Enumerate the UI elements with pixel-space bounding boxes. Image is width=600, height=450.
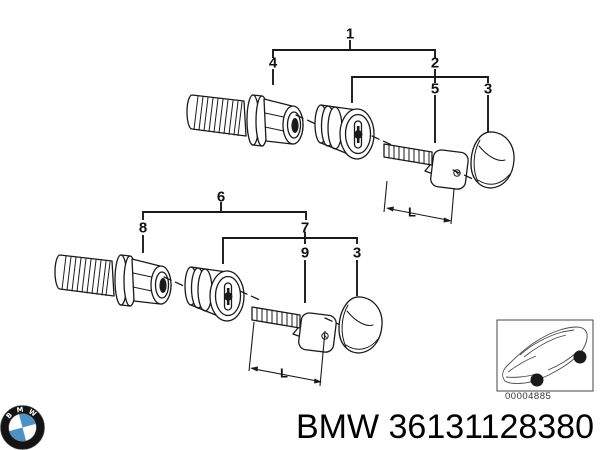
callout-brackets-top xyxy=(272,40,489,143)
length-label-bottom: L xyxy=(280,365,288,381)
lock-cylinder-drawing-top xyxy=(314,104,375,160)
wheel-bolt-drawing-top xyxy=(186,94,304,147)
wheel-marker-rear xyxy=(573,350,587,364)
bmw-logo-letter-m: M xyxy=(16,406,24,415)
car-location-thumbnail xyxy=(496,319,594,392)
callout-brackets-bottom xyxy=(142,202,358,303)
length-dimension-top xyxy=(383,180,455,225)
thumbnail-code: 00004885 xyxy=(505,391,552,402)
cap-drawing-top xyxy=(470,131,515,189)
length-dimension-bottom xyxy=(248,321,326,387)
key-drawing-top xyxy=(383,143,470,191)
callout-3-bottom: 3 xyxy=(352,244,362,262)
key-drawing-bottom xyxy=(251,306,338,354)
callout-6: 6 xyxy=(216,188,226,206)
callout-9: 9 xyxy=(300,244,310,262)
callout-4: 4 xyxy=(268,54,278,72)
wheel-bolt-drawing-bottom xyxy=(54,254,172,307)
callout-3-top: 3 xyxy=(483,80,493,98)
car-outline-drawing xyxy=(502,326,588,384)
axis-dashes-top-2 xyxy=(371,135,392,146)
callout-8: 8 xyxy=(138,219,148,237)
bmw-logo: B M W xyxy=(0,405,45,450)
part-number-title: BMW 36131128380 xyxy=(295,408,594,446)
bmw-logo-letter-b: B xyxy=(5,411,14,420)
bmw-logo-letter-w: W xyxy=(27,407,38,418)
lock-cylinder-drawing-bottom xyxy=(184,266,245,322)
cap-drawing-bottom xyxy=(338,296,383,354)
length-label-top: L xyxy=(408,204,416,220)
callout-7: 7 xyxy=(300,219,310,237)
callout-1: 1 xyxy=(345,25,355,43)
callout-2: 2 xyxy=(430,54,440,72)
callout-5: 5 xyxy=(430,80,440,98)
wheel-marker-front xyxy=(530,373,544,387)
